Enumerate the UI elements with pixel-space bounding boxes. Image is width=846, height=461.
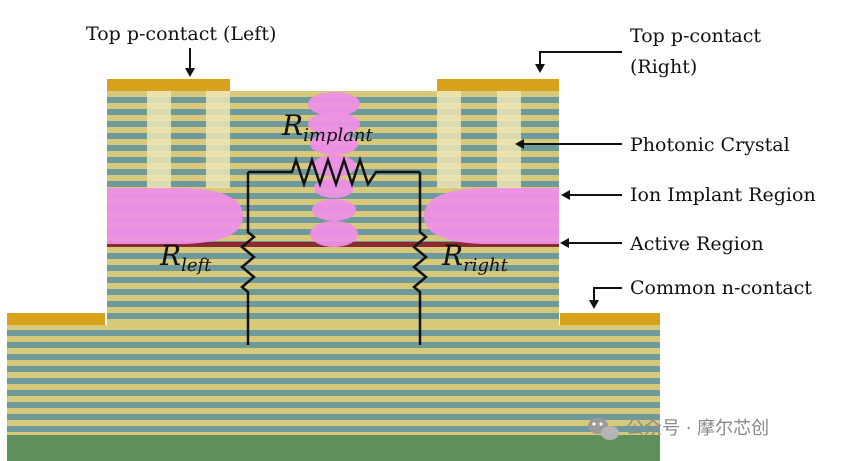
watermark: 公众号 · 摩尔芯创 bbox=[588, 418, 769, 440]
resistor-network bbox=[240, 156, 428, 345]
p-contact-left bbox=[107, 79, 230, 91]
callout-arrows bbox=[185, 48, 622, 309]
label-active-region: Active Region bbox=[629, 233, 764, 255]
watermark-text: 公众号 · 摩尔芯创 bbox=[626, 418, 769, 439]
label-top-p-contact-left: Top p-contact (Left) bbox=[86, 23, 276, 45]
n-contact-right bbox=[560, 313, 660, 325]
n-contact-left bbox=[7, 313, 105, 325]
label-photonic-crystal: Photonic Crystal bbox=[630, 134, 790, 156]
base-layer-stack bbox=[7, 325, 660, 461]
label-common-n-contact: Common n-contact bbox=[630, 277, 812, 299]
label-ion-implant-region: Ion Implant Region bbox=[630, 184, 816, 206]
substrate bbox=[7, 435, 660, 461]
wechat-icon bbox=[588, 418, 619, 440]
p-contact-right bbox=[437, 79, 559, 91]
label-top-p-contact-right-line2: (Right) bbox=[630, 56, 697, 78]
r-right-label: Rright bbox=[441, 239, 509, 276]
photonic-crystal-holes bbox=[147, 80, 521, 188]
r-left-label: Rleft bbox=[159, 239, 212, 276]
label-top-p-contact-right-line1: Top p-contact bbox=[630, 25, 761, 47]
r-implant-label: Rimplant bbox=[281, 109, 374, 146]
